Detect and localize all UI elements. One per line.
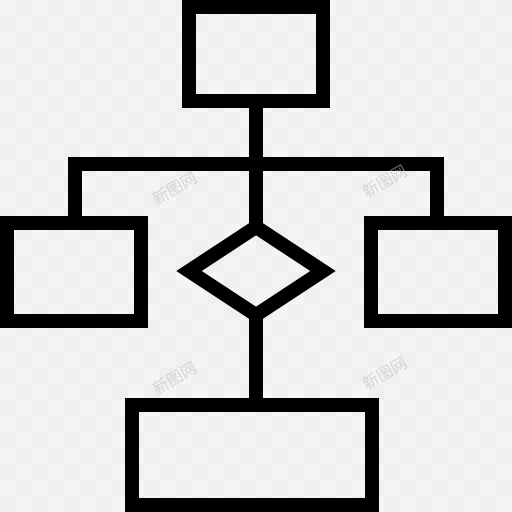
decision-diamond <box>176 218 336 324</box>
right-process-box <box>364 216 512 328</box>
bottom-process-box <box>125 398 379 512</box>
left-process-box <box>0 216 148 328</box>
top-process-box <box>182 0 330 108</box>
